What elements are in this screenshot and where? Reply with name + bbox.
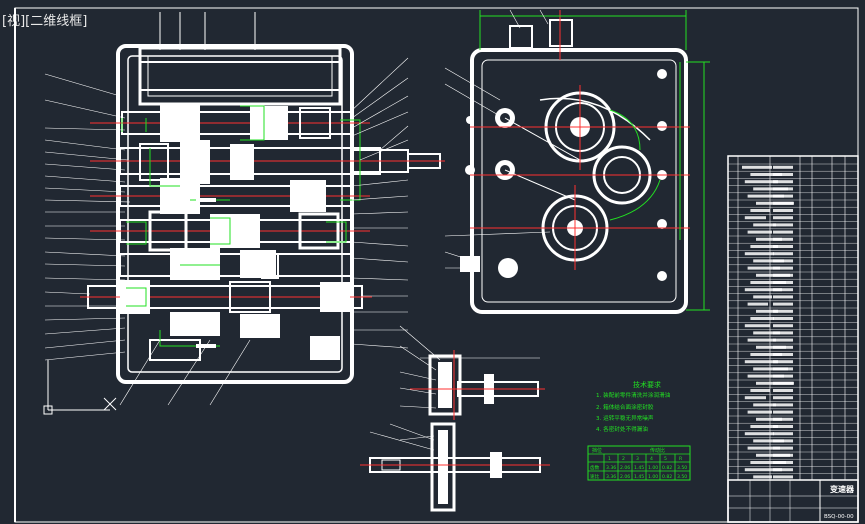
- svg-text:1.00: 1.00: [648, 465, 658, 471]
- svg-text:2. 箱体结合面涂密封胶: 2. 箱体结合面涂密封胶: [596, 403, 654, 411]
- svg-text:1.00: 1.00: [648, 474, 658, 480]
- viewport-label[interactable]: [视][二维线框]: [2, 14, 88, 29]
- svg-text:4: 4: [650, 456, 653, 462]
- gearbox-section-view: [43, 12, 445, 415]
- svg-text:3.50: 3.50: [677, 474, 687, 480]
- svg-text:5: 5: [664, 456, 667, 462]
- gear-ratio-table: 挡位 传动比 1 2 3 4 5 R 齿数 3.36 2.06 1.45 1.0…: [587, 445, 691, 481]
- shaft-detail-views: [360, 325, 550, 512]
- svg-text:1.45: 1.45: [634, 465, 644, 471]
- svg-text:0.82: 0.82: [662, 474, 672, 480]
- title-block-drawing-no: BSQ-00-00: [824, 514, 854, 520]
- svg-text:2: 2: [622, 456, 625, 462]
- svg-text:1.45: 1.45: [634, 474, 644, 480]
- tech-req-heading: 技术要求: [633, 380, 661, 389]
- svg-text:3.50: 3.50: [677, 465, 687, 471]
- parts-list: [727, 155, 859, 523]
- svg-text:R: R: [679, 456, 683, 462]
- technical-requirements: 技术要求 1. 装配前零件清洗并涂润滑油 2. 箱体结合面涂密封胶 3. 运转平…: [596, 380, 671, 433]
- svg-text:速比: 速比: [590, 473, 600, 480]
- title-block-title: 变速器: [830, 484, 855, 494]
- svg-text:传动比: 传动比: [650, 447, 665, 454]
- svg-text:2.06: 2.06: [620, 465, 630, 471]
- svg-text:0.82: 0.82: [662, 465, 672, 471]
- svg-text:1. 装配前零件清洗并涂润滑油: 1. 装配前零件清洗并涂润滑油: [596, 391, 671, 399]
- gearbox-side-view: [444, 9, 710, 314]
- svg-text:挡位: 挡位: [592, 447, 602, 454]
- svg-text:齿数: 齿数: [590, 464, 600, 471]
- title-block: 变速器 BSQ-00-00: [727, 479, 859, 523]
- svg-text:2.06: 2.06: [620, 474, 630, 480]
- svg-text:3. 运转平稳无异常噪声: 3. 运转平稳无异常噪声: [596, 414, 654, 422]
- svg-text:1: 1: [608, 456, 611, 462]
- svg-text:3: 3: [636, 456, 639, 462]
- svg-text:3.36: 3.36: [606, 474, 616, 480]
- svg-text:3.36: 3.36: [606, 465, 616, 471]
- svg-text:4. 各密封处不得漏油: 4. 各密封处不得漏油: [596, 425, 648, 433]
